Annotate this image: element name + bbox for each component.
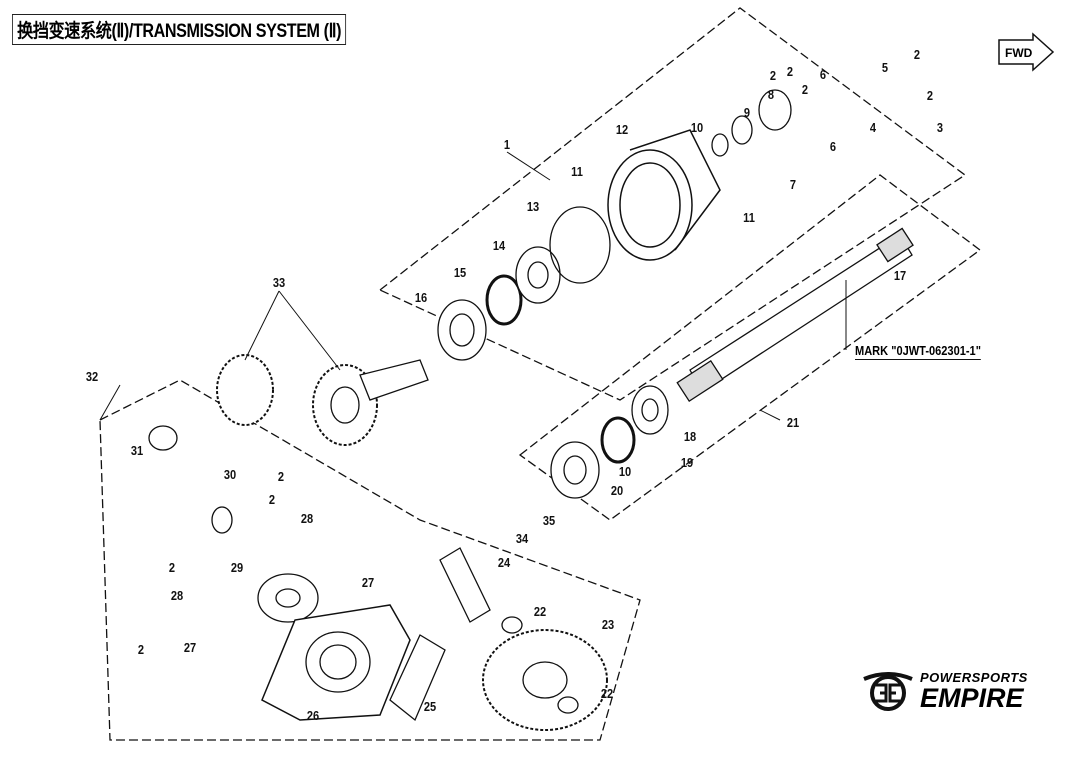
fwd-arrow-icon: FWD bbox=[998, 32, 1055, 72]
callout: 23 bbox=[601, 617, 615, 632]
logo-line1: POWERSPORTS bbox=[920, 670, 1028, 685]
callout: 27 bbox=[183, 640, 197, 655]
callout: 12 bbox=[615, 122, 629, 137]
logo-emblem-icon bbox=[863, 671, 913, 711]
callout: 2 bbox=[926, 88, 934, 103]
callout: 19 bbox=[680, 455, 694, 470]
callout: 34 bbox=[515, 531, 529, 546]
callout: 3 bbox=[936, 120, 944, 135]
bevel-gears bbox=[148, 354, 429, 451]
callout: 33 bbox=[272, 275, 286, 290]
callout: 20 bbox=[610, 483, 624, 498]
shaft-mark-label: MARK "0JWT-062301-1" bbox=[855, 343, 981, 360]
callout: 16 bbox=[414, 290, 428, 305]
shaft-part bbox=[676, 227, 914, 403]
callout: 2 bbox=[913, 47, 921, 62]
callout: 2 bbox=[268, 492, 276, 507]
logo-line2: EMPIRE bbox=[920, 683, 1024, 713]
callout: 21 bbox=[786, 415, 800, 430]
callout: 25 bbox=[423, 699, 437, 714]
callout: 9 bbox=[743, 105, 751, 120]
callout: 1 bbox=[503, 137, 511, 152]
page-title: 换挡变速系统(Ⅱ)/TRANSMISSION SYSTEM (Ⅱ) bbox=[12, 14, 347, 45]
callout: 6 bbox=[819, 67, 827, 82]
callout: 18 bbox=[683, 429, 697, 444]
callout: 2 bbox=[137, 642, 145, 657]
assembly-1-outline bbox=[378, 7, 967, 401]
callout: 28 bbox=[170, 588, 184, 603]
callout: 17 bbox=[893, 268, 907, 283]
leader-lines bbox=[99, 151, 847, 421]
callout: 6 bbox=[829, 139, 837, 154]
assembly-21-outline bbox=[518, 174, 982, 521]
callout: 28 bbox=[300, 511, 314, 526]
callout: 8 bbox=[767, 87, 775, 102]
callout: 11 bbox=[743, 210, 755, 225]
callout: 29 bbox=[230, 560, 244, 575]
bearings bbox=[211, 89, 792, 623]
brand-logo: POWERSPORTS EMPIRE bbox=[862, 670, 1028, 713]
callout: 22 bbox=[600, 686, 614, 701]
callout: 10 bbox=[690, 120, 704, 135]
callout: 24 bbox=[497, 555, 511, 570]
callout: 31 bbox=[130, 443, 144, 458]
assembly-32-outline bbox=[99, 379, 641, 741]
callout: 4 bbox=[869, 120, 877, 135]
callout: 2 bbox=[801, 82, 809, 97]
callout: 13 bbox=[526, 199, 540, 214]
callout: 26 bbox=[306, 708, 320, 723]
callout: 32 bbox=[85, 369, 99, 384]
housing-part bbox=[607, 129, 721, 261]
fwd-label: FWD bbox=[1005, 46, 1033, 60]
callout: 27 bbox=[361, 575, 375, 590]
callout: 11 bbox=[571, 164, 583, 179]
callout: 15 bbox=[453, 265, 467, 280]
gear-23 bbox=[439, 547, 608, 731]
callout: 2 bbox=[786, 64, 794, 79]
callout: 2 bbox=[769, 68, 777, 83]
callout: 14 bbox=[492, 238, 506, 253]
cover-26 bbox=[261, 604, 446, 722]
callout: 2 bbox=[168, 560, 176, 575]
callout: 30 bbox=[223, 467, 237, 482]
callout: 7 bbox=[789, 177, 797, 192]
callout: 22 bbox=[533, 604, 547, 619]
callout: 5 bbox=[881, 60, 889, 75]
callout: 35 bbox=[542, 513, 556, 528]
callout: 10 bbox=[618, 464, 632, 479]
callout: 2 bbox=[277, 469, 285, 484]
